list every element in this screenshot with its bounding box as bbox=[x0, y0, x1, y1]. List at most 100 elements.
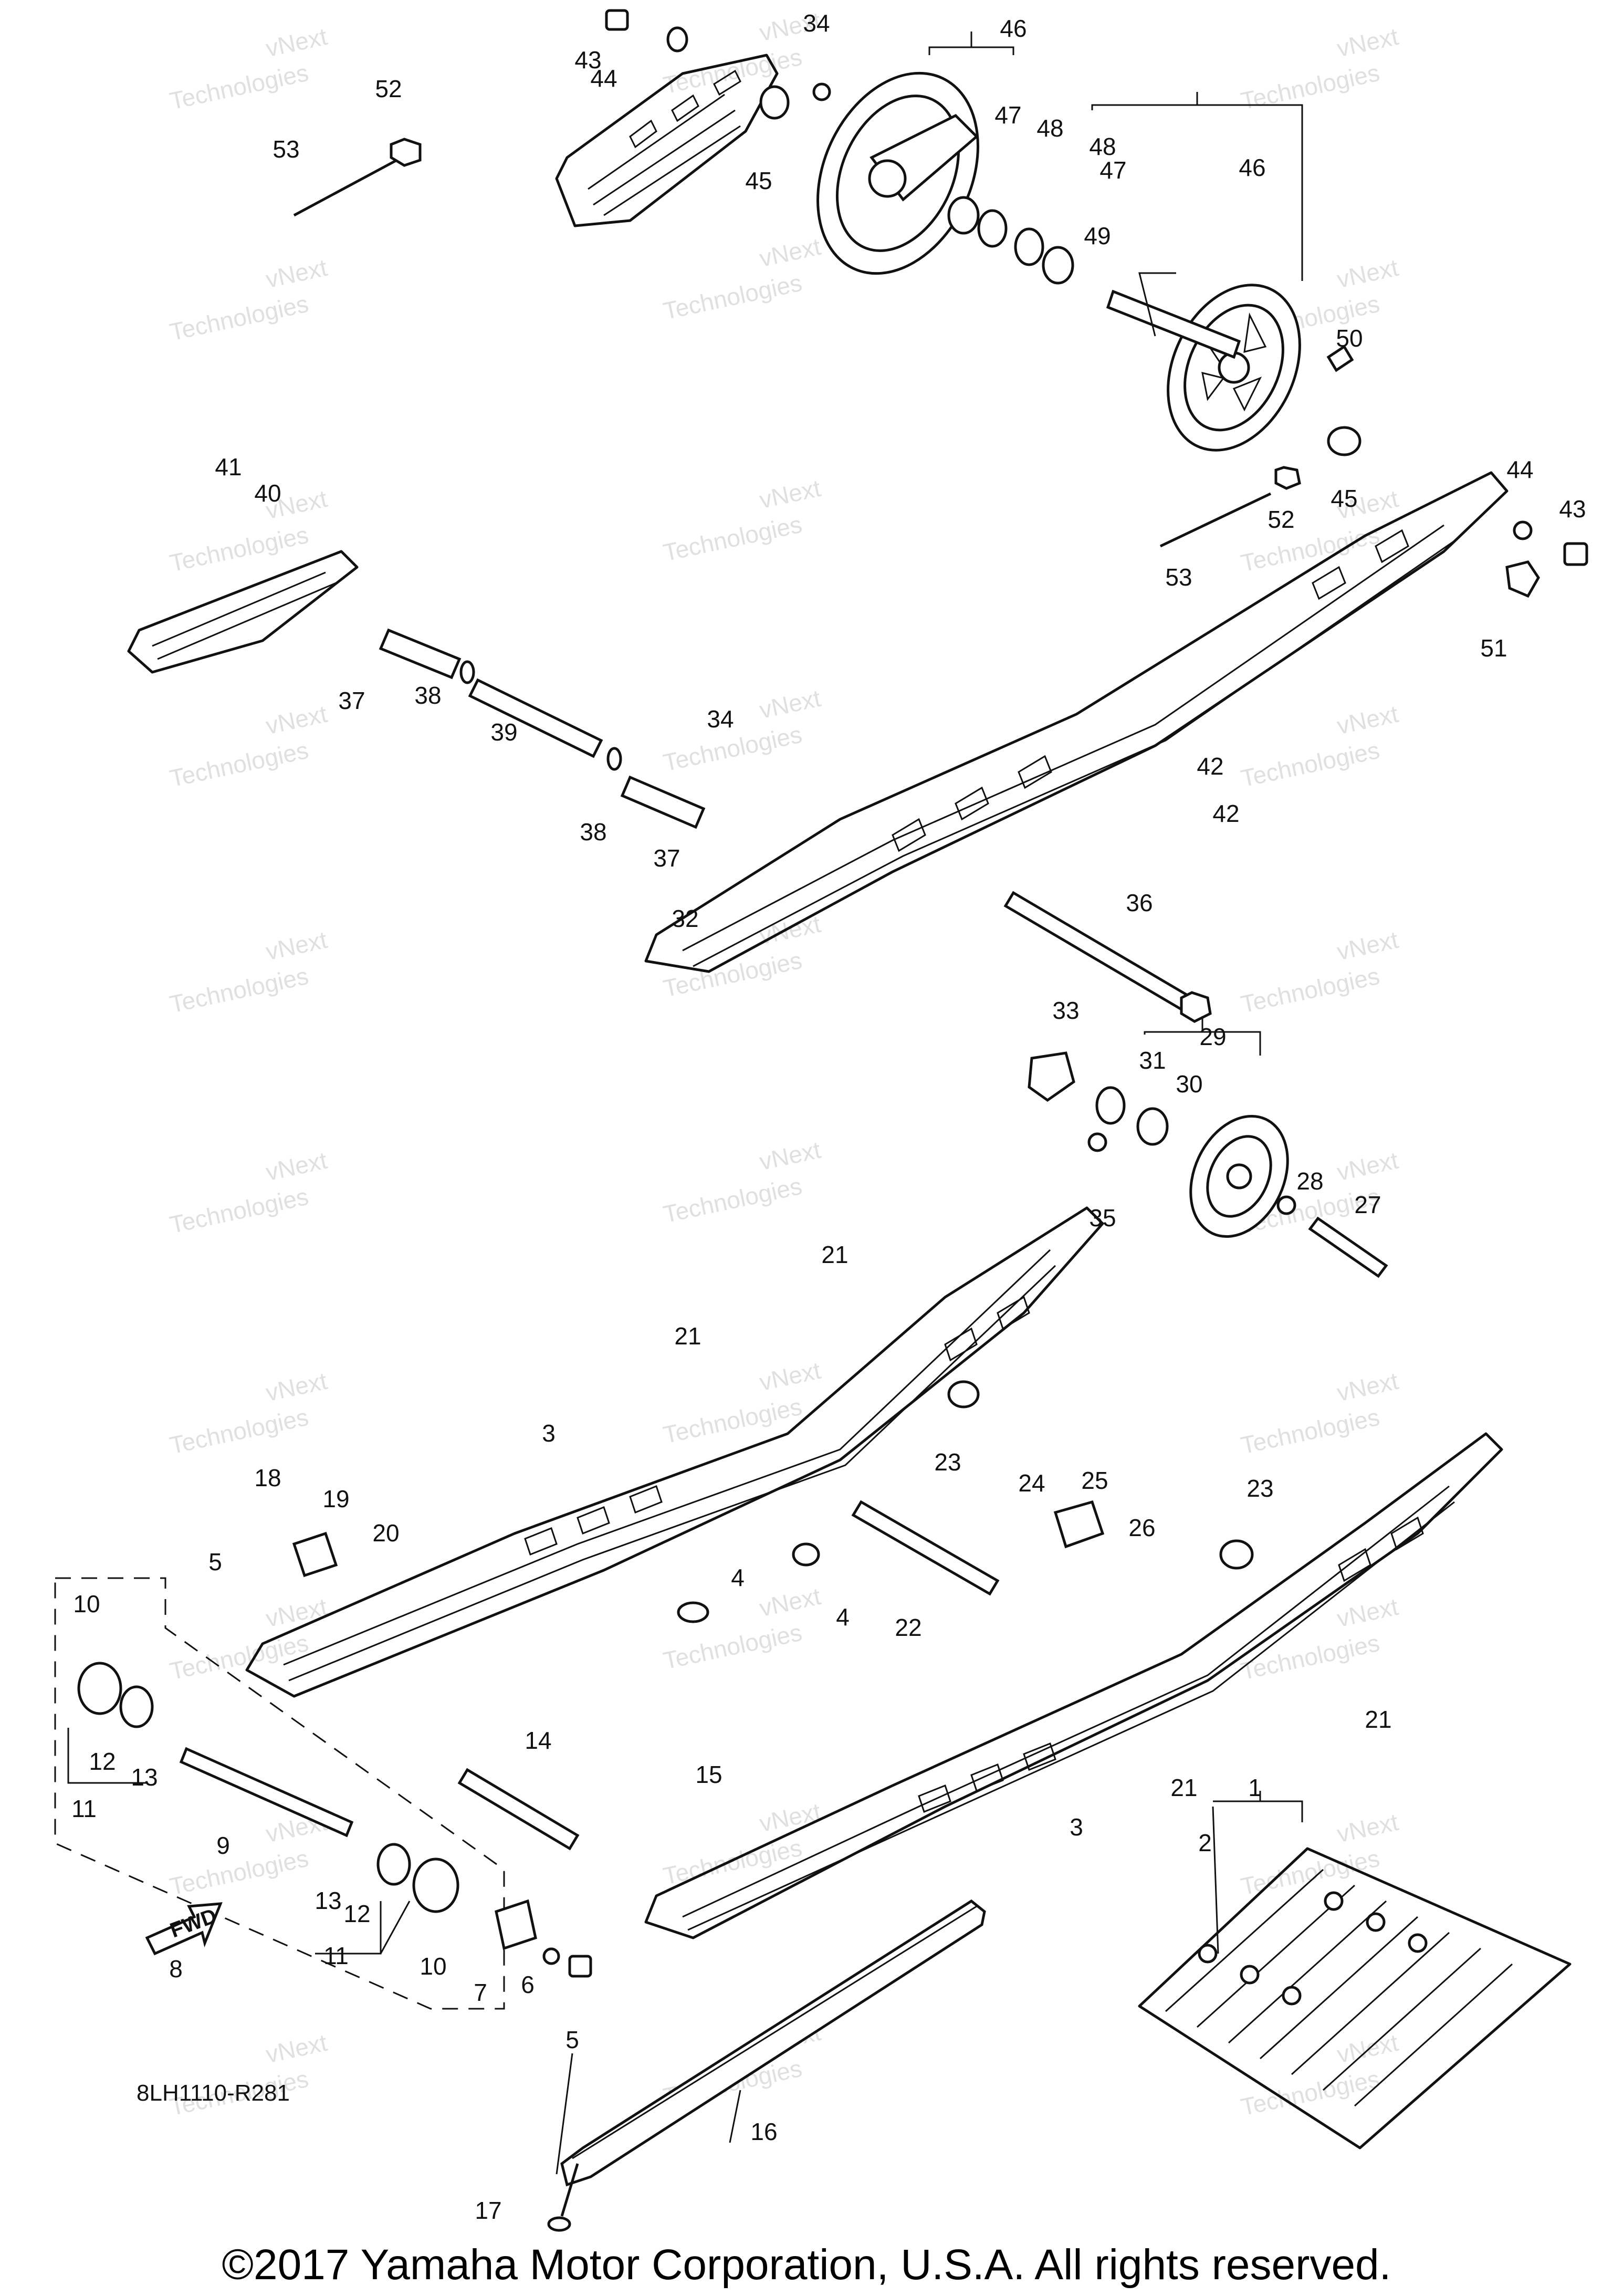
watermark-line2: Technologies bbox=[167, 1403, 310, 1459]
watermark-line1: vNext bbox=[1335, 2029, 1401, 2068]
callout-6: 6 bbox=[521, 1971, 535, 1998]
callout-48: 48 bbox=[1036, 114, 1063, 142]
watermark-line2: Technologies bbox=[167, 1844, 310, 1901]
callout-7: 7 bbox=[474, 1979, 487, 2006]
callout-41: 41 bbox=[215, 453, 242, 481]
watermark-line1: vNext bbox=[1335, 1808, 1401, 1848]
watermark-line2: Technologies bbox=[661, 510, 804, 567]
watermark-line2: Technologies bbox=[661, 1619, 804, 1675]
watermark-line1: vNext bbox=[264, 700, 330, 739]
callout-18: 18 bbox=[254, 1464, 281, 1491]
callout-13: 13 bbox=[131, 1763, 158, 1791]
callout-53: 53 bbox=[1165, 563, 1192, 591]
watermark-line1: vNext bbox=[264, 254, 330, 293]
stopper-blocks-19-25 bbox=[292, 1380, 1254, 1623]
callout-52: 52 bbox=[375, 75, 402, 102]
callout-34: 34 bbox=[803, 9, 830, 37]
watermark-line1: vNext bbox=[757, 233, 823, 272]
callout-21: 21 bbox=[1170, 1774, 1197, 1801]
watermark-line1: vNext bbox=[264, 2029, 330, 2068]
callout-44: 44 bbox=[590, 65, 617, 92]
watermark-line2: Technologies bbox=[167, 962, 310, 1018]
callout-45: 45 bbox=[745, 167, 772, 194]
callout-52: 52 bbox=[1268, 506, 1294, 533]
callout-53: 53 bbox=[273, 135, 299, 163]
callout-14: 14 bbox=[525, 1727, 551, 1754]
watermark-line2: Technologies bbox=[167, 1183, 310, 1239]
callout-22: 22 bbox=[895, 1614, 921, 1641]
callout-10: 10 bbox=[420, 1953, 446, 1980]
bearings-spacers-47-48 bbox=[947, 196, 1074, 285]
shock-mount-shaft-36 bbox=[1003, 891, 1212, 1023]
diagram-code: 8LH1110-R281 bbox=[137, 2080, 290, 2106]
upper-rear-arm-left bbox=[555, 54, 779, 227]
watermark-line2: Technologies bbox=[1238, 59, 1381, 115]
callout-42: 42 bbox=[1212, 800, 1239, 827]
watermark-line1: vNext bbox=[757, 1356, 823, 1396]
callout-39: 39 bbox=[490, 718, 517, 746]
callout-21: 21 bbox=[674, 1322, 701, 1350]
callout-12: 12 bbox=[343, 1900, 370, 1927]
callout-17: 17 bbox=[475, 2197, 501, 2224]
callout-50: 50 bbox=[1336, 325, 1363, 352]
callout-10: 10 bbox=[73, 1590, 100, 1617]
watermark-line1: vNext bbox=[1335, 1146, 1401, 1186]
callout-46: 46 bbox=[1000, 15, 1027, 42]
callout-48: 48 bbox=[1089, 133, 1116, 160]
callout-26: 26 bbox=[1128, 1514, 1155, 1541]
watermark-line2: Technologies bbox=[1238, 736, 1381, 792]
cross-tubes-37-39 bbox=[379, 628, 706, 829]
callout-2: 2 bbox=[1198, 1829, 1212, 1856]
watermark-line2: Technologies bbox=[167, 736, 310, 792]
callout-38: 38 bbox=[414, 682, 441, 709]
watermark-line1: vNext bbox=[1335, 926, 1401, 965]
fwd-arrow: FWD bbox=[145, 1902, 223, 1956]
callout-28: 28 bbox=[1296, 1167, 1323, 1195]
callout-15: 15 bbox=[695, 1761, 722, 1788]
rear-axle-49 bbox=[1106, 289, 1241, 359]
rear-arm-left-lower bbox=[127, 550, 359, 674]
callout-33: 33 bbox=[1052, 997, 1079, 1024]
callout-40: 40 bbox=[254, 479, 281, 507]
watermark-line2: Technologies bbox=[167, 59, 310, 115]
callout-8: 8 bbox=[169, 1955, 183, 1982]
callout-3: 3 bbox=[1070, 1813, 1083, 1841]
callout-21: 21 bbox=[821, 1241, 848, 1268]
copyright-text: ©2017 Yamaha Motor Corporation, U.S.A. A… bbox=[222, 2241, 1391, 2289]
track-1 bbox=[1138, 1847, 1572, 2149]
watermark-line2: Technologies bbox=[1238, 1629, 1381, 1685]
leader-lines bbox=[67, 32, 1303, 2175]
callout-37: 37 bbox=[653, 844, 680, 872]
watermark-line1: vNext bbox=[264, 1593, 330, 1632]
callout-4: 4 bbox=[836, 1603, 850, 1631]
watermark-line1: vNext bbox=[264, 1367, 330, 1406]
callout-21: 21 bbox=[1365, 1706, 1391, 1733]
watermark-line1: vNext bbox=[264, 23, 330, 62]
callout-35: 35 bbox=[1089, 1204, 1116, 1232]
callout-9: 9 bbox=[216, 1832, 230, 1859]
slide-rail-upper-3 bbox=[245, 1206, 1104, 1698]
watermark-line1: vNext bbox=[264, 926, 330, 965]
fasteners-top bbox=[293, 9, 1588, 598]
rear-arm-right bbox=[644, 471, 1509, 973]
callout-30: 30 bbox=[1176, 1070, 1202, 1098]
watermark-line2: Technologies bbox=[661, 1834, 804, 1890]
callout-38: 38 bbox=[580, 818, 606, 846]
callout-19: 19 bbox=[322, 1485, 349, 1512]
callout-11: 11 bbox=[323, 1942, 349, 1969]
slide-rail-lower-3 bbox=[644, 1432, 1503, 1939]
watermark-line1: vNext bbox=[757, 1582, 823, 1622]
watermark-line2: Technologies bbox=[661, 946, 804, 1003]
callout-36: 36 bbox=[1126, 889, 1153, 916]
callout-44: 44 bbox=[1506, 456, 1533, 483]
rear-wheel-left bbox=[816, 71, 979, 275]
watermark-line1: vNext bbox=[1335, 1593, 1401, 1632]
callout-23: 23 bbox=[934, 1448, 961, 1476]
watermark-line2: Technologies bbox=[1238, 962, 1381, 1018]
callout-32: 32 bbox=[672, 905, 698, 932]
callout-5: 5 bbox=[208, 1548, 222, 1575]
callout-49: 49 bbox=[1084, 222, 1111, 249]
callout-34: 34 bbox=[707, 705, 734, 733]
watermark-line2: Technologies bbox=[167, 521, 310, 577]
